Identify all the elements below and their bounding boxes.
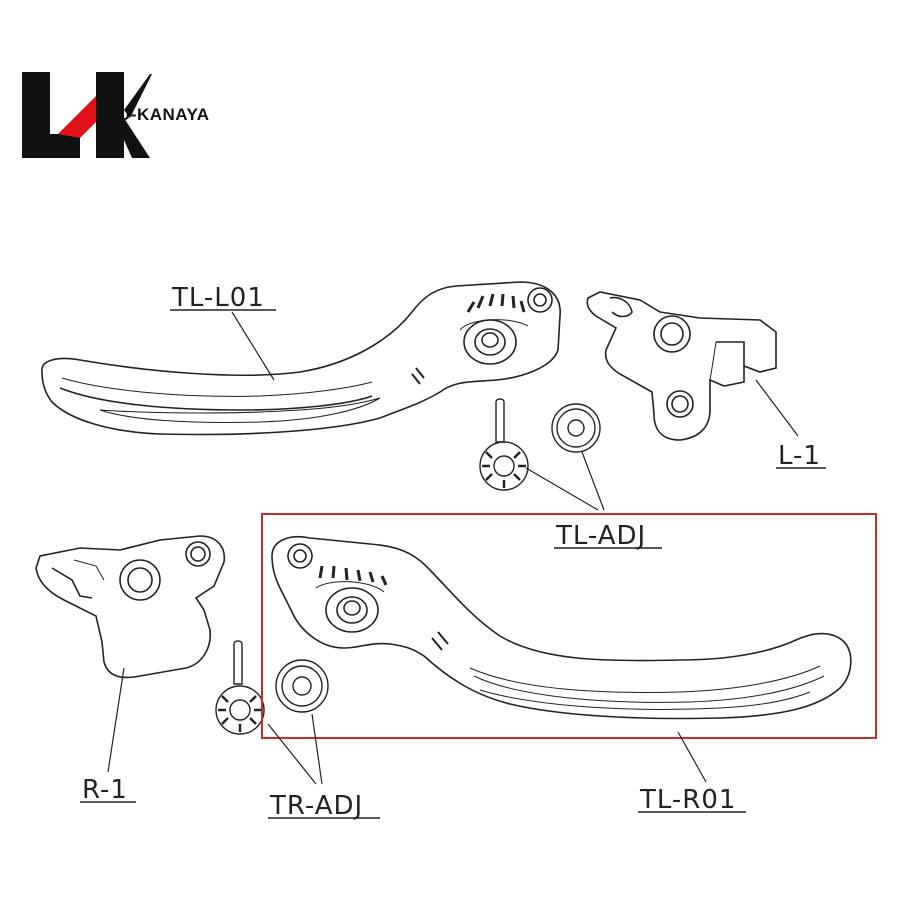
bracket-r-1	[35, 535, 226, 679]
adjuster-collar-upper	[551, 403, 601, 453]
label-l-1: L-1	[778, 441, 821, 471]
adjuster-screw-upper	[479, 398, 529, 491]
leader-l-1	[755, 379, 799, 437]
leader-tl-adj-a	[525, 467, 599, 511]
brand-logo: U-KANAYA	[22, 72, 210, 158]
leader-tr-adj-b	[311, 713, 323, 785]
leader-tr-adj-a	[267, 723, 317, 785]
label-tl-r01: TL-R01	[639, 785, 736, 815]
label-r-1: R-1	[82, 775, 128, 805]
leader-tl-r01	[677, 731, 707, 783]
adjuster-screw-lower	[215, 640, 265, 735]
label-tl-l01: TL-L01	[171, 283, 265, 313]
leader-r-1	[107, 667, 125, 773]
logo-mark-k-arm-lower	[124, 118, 150, 158]
logo-mark-l	[22, 72, 80, 158]
lever-tl-l01	[41, 281, 561, 436]
leader-tl-adj-b	[581, 451, 605, 511]
callout-labels: TL-L01 L-1 TL-ADJ R-1 TR-ADJ TL-R01	[80, 283, 826, 821]
label-tl-adj: TL-ADJ	[555, 521, 646, 551]
lever-tl-r01	[271, 536, 852, 720]
logo-mark-k-stem	[96, 72, 124, 158]
logo-mark-red-slash	[58, 96, 96, 138]
leader-tl-l01	[231, 311, 275, 381]
bracket-l-1	[586, 291, 777, 441]
logo-mark-k-arm-upper	[124, 74, 152, 118]
leader-lines	[107, 311, 799, 785]
brand-name: U-KANAYA	[118, 105, 210, 124]
adjuster-collar-lower	[275, 659, 329, 713]
highlight-box-tl-r01	[261, 513, 877, 739]
label-tr-adj: TR-ADJ	[269, 791, 363, 821]
